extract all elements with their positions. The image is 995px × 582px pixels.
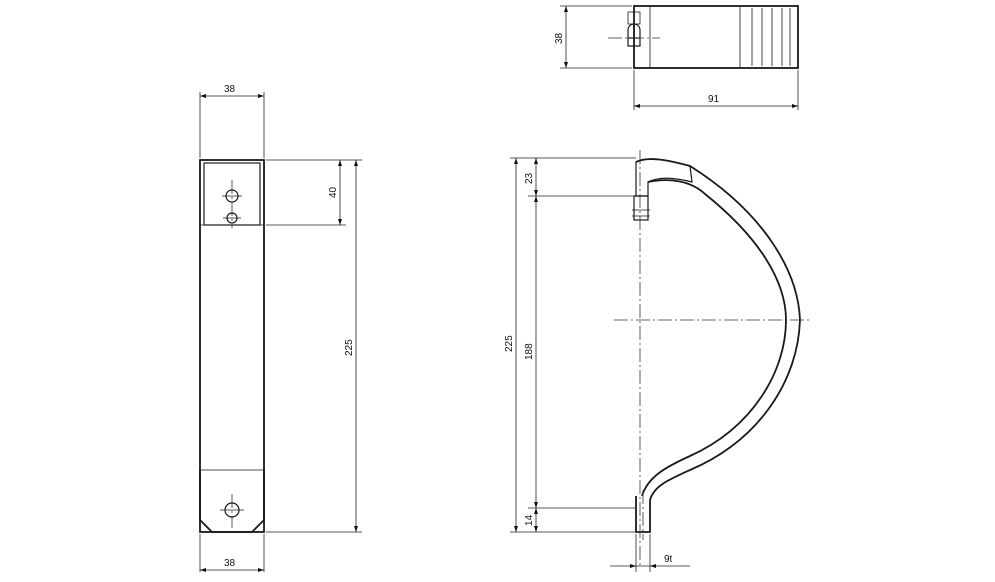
top-hatched-section	[635, 158, 693, 197]
front-top-block-height-label: 40	[328, 186, 339, 198]
top-bolt-icon	[633, 195, 649, 221]
side-inner-height-label: 188	[524, 343, 535, 360]
front-bottom-tab	[199, 470, 265, 533]
top-view-width-label: 91	[708, 94, 720, 105]
bottom-leg	[635, 496, 651, 533]
strap-outer-arc	[635, 158, 801, 501]
strap-inner-arc	[641, 179, 787, 497]
side-bottom-offset-label: 14	[524, 514, 535, 526]
front-total-height-label: 225	[344, 339, 355, 356]
side-top-offset-label: 23	[524, 172, 535, 184]
top-view-height-label: 38	[554, 32, 565, 44]
top-view-outline	[633, 5, 799, 69]
front-width-top-label: 38	[224, 84, 236, 95]
side-bottom-width-label: 9t	[664, 554, 673, 565]
side-total-height-label: 225	[504, 335, 515, 352]
side-view: 225 23 188 14 9t	[504, 150, 810, 572]
front-view: 38 38 40 225	[199, 84, 362, 572]
front-width-bottom-label: 38	[224, 558, 236, 569]
top-view: 38 91	[554, 5, 799, 110]
